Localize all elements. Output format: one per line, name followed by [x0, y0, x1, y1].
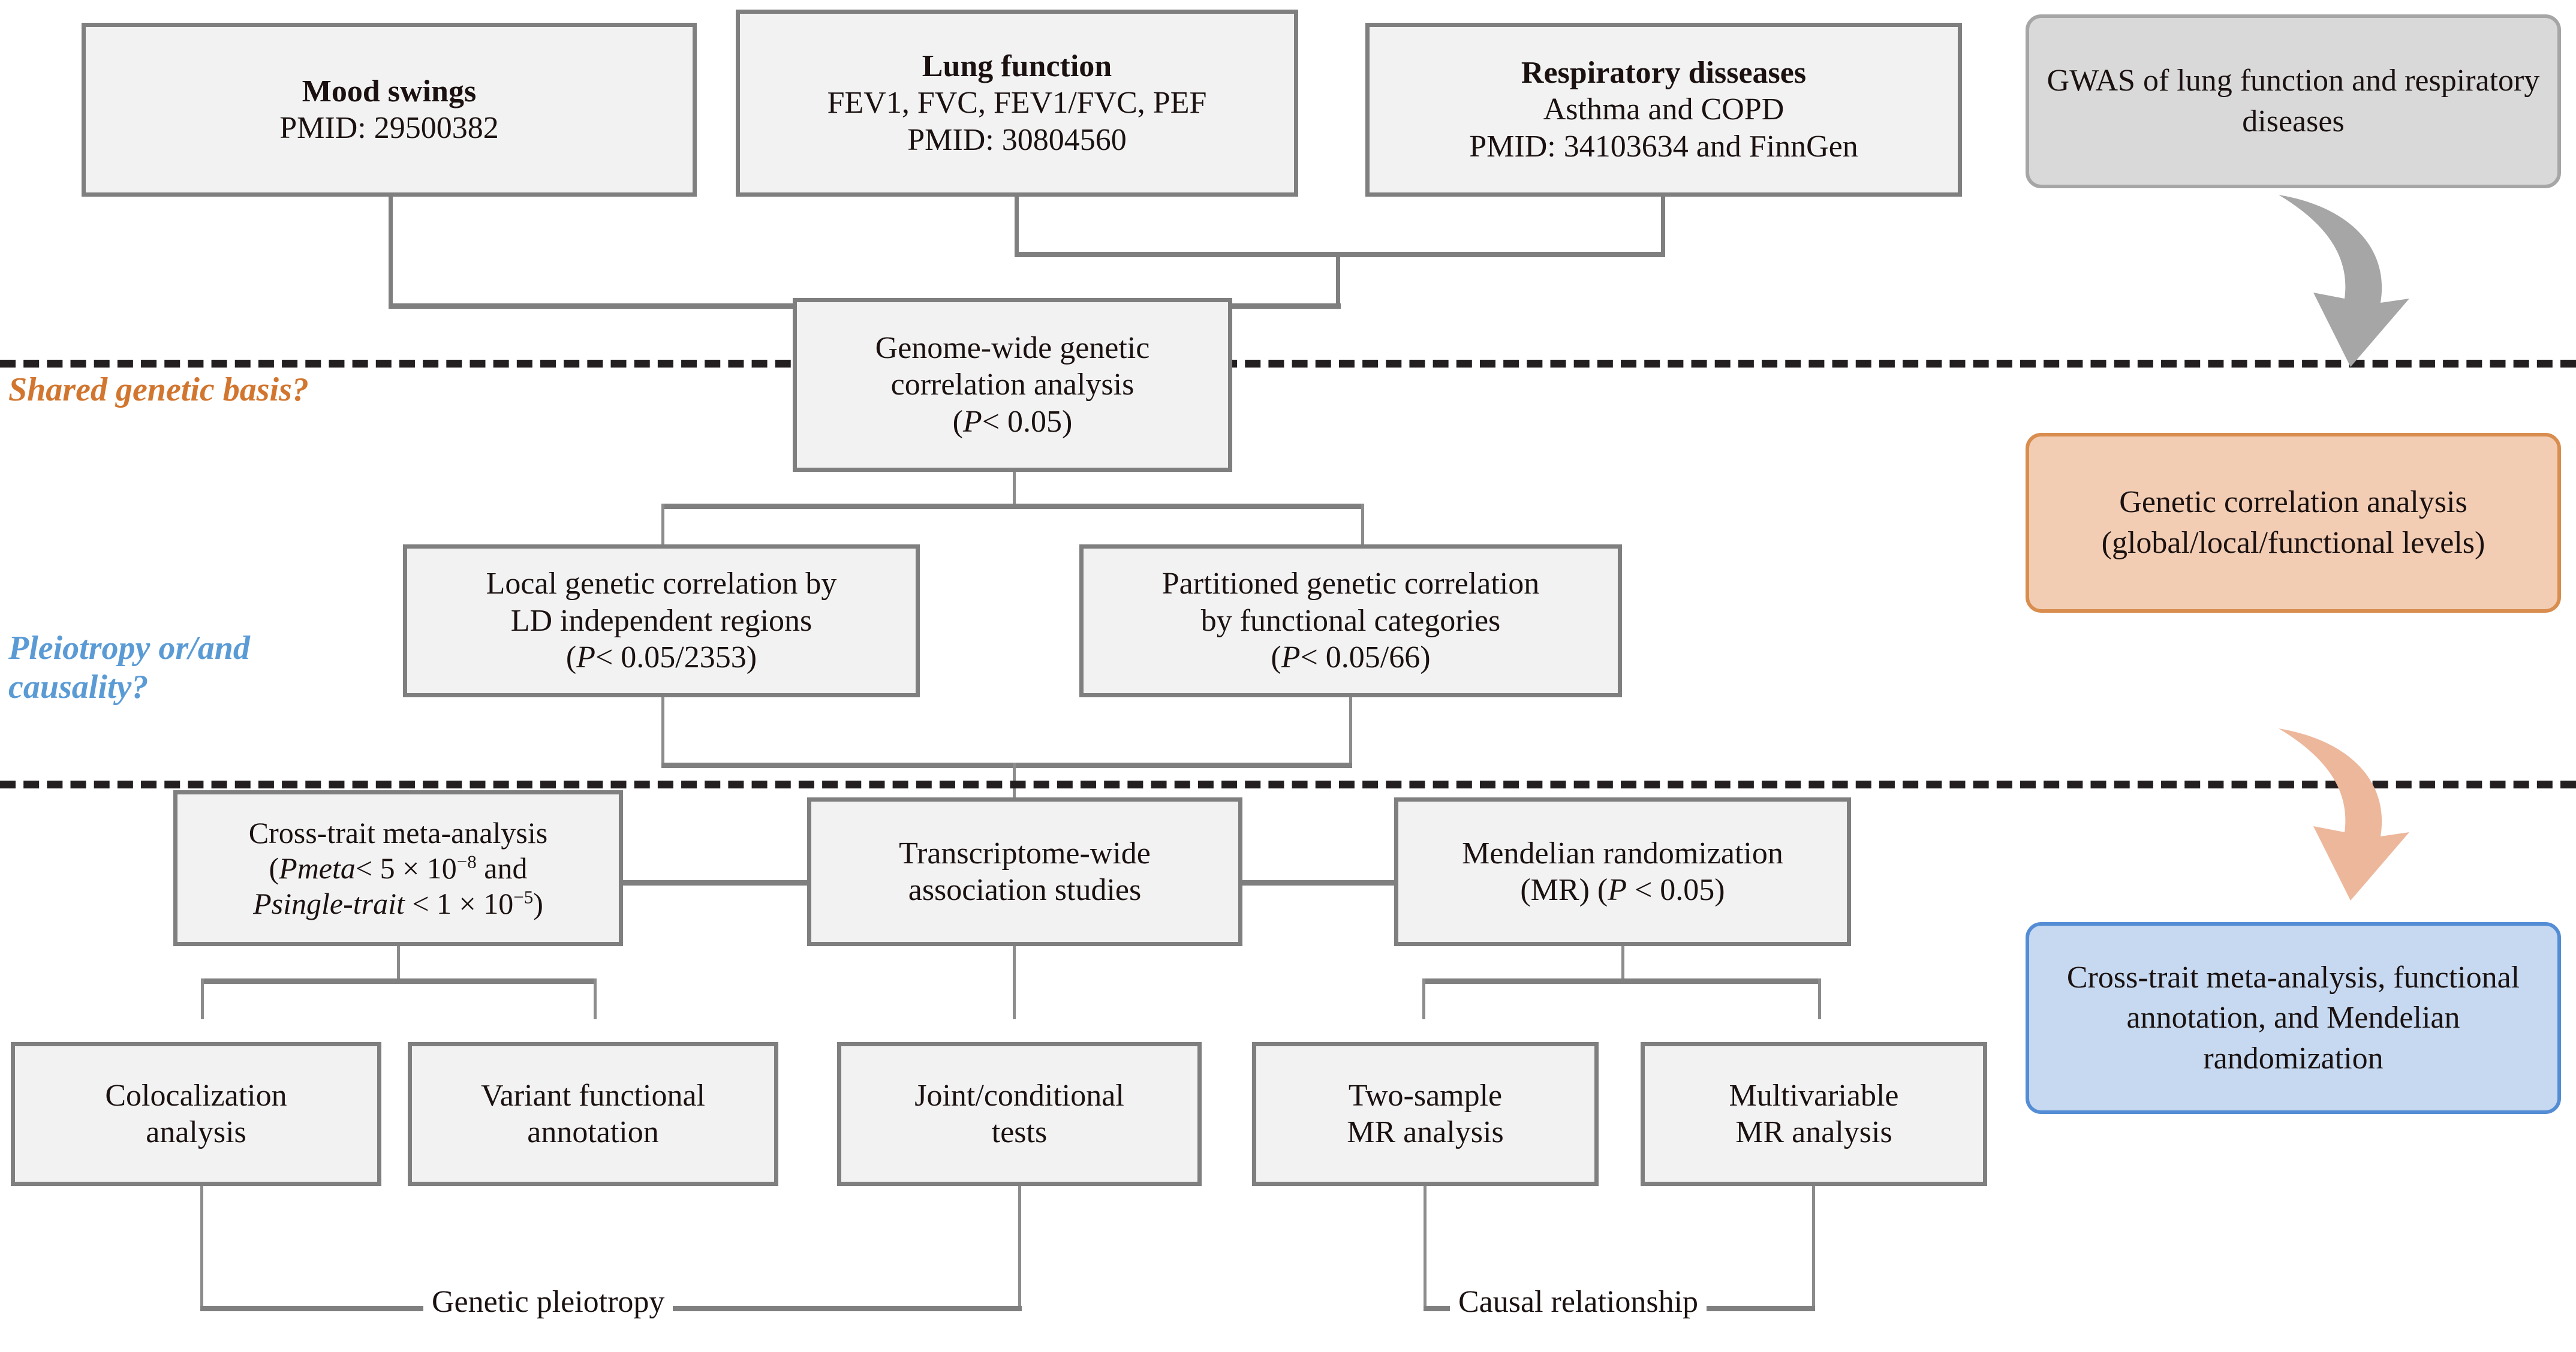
- connector-respiratory-down: [1661, 197, 1665, 254]
- respiratory-pmid: PMID: 34103634 and FinnGen: [1469, 129, 1858, 164]
- mood-swings-pmid: PMID: 29500382: [279, 111, 499, 145]
- section-divider-top: [0, 360, 2576, 368]
- summary-gwas-line2: respiratory diseases: [2242, 64, 2540, 138]
- node-joint-conditional-tests: Joint/conditional tests: [837, 1042, 1202, 1186]
- variant-annotation-line1: Variant functional: [481, 1078, 705, 1113]
- node-partitioned-genetic-correlation: Partitioned genetic correlation by funct…: [1079, 544, 1622, 697]
- genome-wide-line2: correlation analysis: [890, 368, 1134, 402]
- lung-function-pmid: PMID: 30804560: [907, 122, 1127, 157]
- genome-wide-threshold: (P< 0.05): [952, 404, 1073, 439]
- cross-trait-threshold-meta: (Pmeta< 5 × 10−8 and: [269, 850, 528, 885]
- genome-wide-line1: Genome-wide genetic: [875, 330, 1150, 365]
- colocalization-line2: analysis: [146, 1115, 246, 1149]
- partitioned-line2: by functional categories: [1200, 603, 1501, 638]
- partitioned-line1: Partitioned genetic correlation: [1161, 567, 1540, 601]
- node-genome-wide-correlation: Genome-wide genetic correlation analysis…: [793, 298, 1232, 472]
- connector-twas-down: [1013, 946, 1016, 1019]
- multivariable-mr-line1: Multivariable: [1729, 1078, 1899, 1113]
- connector-multivar-stem: [1818, 978, 1821, 1019]
- node-variant-functional-annotation: Variant functional annotation: [408, 1042, 778, 1186]
- node-mood-swings: Mood swings PMID: 29500382: [82, 23, 697, 197]
- summary-panel-gwas: GWAS of lung function and respiratory di…: [2026, 14, 2561, 188]
- connector-crosstrait-down: [397, 946, 400, 982]
- connector-partitioned-down: [1349, 697, 1352, 766]
- arrow-grey-curved: [2279, 195, 2409, 367]
- variant-annotation-line2: annotation: [527, 1115, 659, 1149]
- summary-panel-downstream: Cross-trait meta-analysis, functional an…: [2026, 922, 2561, 1114]
- summary-panel-genetic-correlation: Genetic correlation analysis (global/loc…: [2026, 433, 2561, 613]
- mr-line1: Mendelian randomization: [1462, 836, 1783, 871]
- connector-join-down: [1336, 252, 1340, 305]
- mr-threshold: (MR) (P < 0.05): [1520, 873, 1725, 907]
- connector-joint-to-outcome: [1018, 1186, 1021, 1309]
- summary-gencorr-line2: (global/local/functional: [2101, 526, 2394, 560]
- outcome-genetic-pleiotropy: Genetic pleiotropy: [423, 1284, 673, 1320]
- connector-tier3-join: [661, 763, 1352, 768]
- connector-crosstrait-fork: [201, 978, 597, 984]
- twas-line2: association studies: [908, 873, 1142, 907]
- node-two-sample-mr: Two-sample MR analysis: [1252, 1042, 1599, 1186]
- connector-coloc-to-outcome: [200, 1186, 203, 1309]
- two-sample-mr-line2: MR analysis: [1347, 1115, 1504, 1149]
- connector-local-down: [661, 697, 664, 766]
- multivariable-mr-line2: MR analysis: [1735, 1115, 1892, 1149]
- connector-mr-down: [1621, 946, 1624, 982]
- local-genetic-line2: LD independent regions: [510, 603, 812, 638]
- local-genetic-line1: Local genetic correlation by: [486, 567, 837, 601]
- joint-conditional-line1: Joint/conditional: [914, 1078, 1124, 1113]
- mood-swings-title: Mood swings: [302, 74, 477, 109]
- connector-mr-fork: [1422, 978, 1821, 984]
- question-shared-genetic-basis: Shared genetic basis?: [8, 371, 309, 408]
- respiratory-title: Respiratory disseases: [1521, 55, 1807, 90]
- partitioned-threshold: (P< 0.05/66): [1271, 640, 1431, 675]
- cross-trait-threshold-single: Psingle-trait < 1 × 10−5): [253, 886, 543, 920]
- colocalization-line1: Colocalization: [105, 1078, 287, 1113]
- node-mendelian-randomization: Mendelian randomization (MR) (P < 0.05): [1394, 797, 1851, 946]
- connector-fork-left: [661, 504, 664, 549]
- joint-conditional-line2: tests: [991, 1115, 1048, 1149]
- lung-function-title: Lung function: [922, 49, 1112, 83]
- respiratory-traits: Asthma and COPD: [1543, 92, 1784, 127]
- connector-genomewide-down: [1013, 472, 1016, 506]
- node-cross-trait-meta-analysis: Cross-trait meta-analysis (Pmeta< 5 × 10…: [173, 790, 623, 946]
- question-pleiotropy-causality: Pleiotropy or/and causality?: [8, 630, 250, 706]
- two-sample-mr-line1: Two-sample: [1348, 1078, 1503, 1113]
- arrow-peach-curved: [2279, 728, 2409, 901]
- summary-gencorr-line3: levels): [2402, 526, 2485, 560]
- node-multivariable-mr: Multivariable MR analysis: [1641, 1042, 1987, 1186]
- connector-fork-right: [1361, 504, 1364, 549]
- summary-downstream-line1: Cross-trait meta-analysis,: [2066, 960, 2386, 995]
- node-lung-function: Lung function FEV1, FVC, FEV1/FVC, PEF P…: [736, 10, 1298, 197]
- node-respiratory-diseases: Respiratory disseases Asthma and COPD PM…: [1365, 23, 1962, 197]
- connector-multivar-to-outcome: [1812, 1186, 1815, 1309]
- connector-tier2-fork: [661, 504, 1364, 509]
- node-transcriptome-wide-association: Transcriptome-wide association studies: [807, 797, 1242, 946]
- connector-lung-down: [1015, 197, 1019, 254]
- section-divider-bottom: [0, 781, 2576, 788]
- node-colocalization-analysis: Colocalization analysis: [11, 1042, 381, 1186]
- summary-downstream-line3: Mendelian randomization: [2203, 1001, 2460, 1076]
- local-genetic-threshold: (P< 0.05/2353): [565, 640, 757, 675]
- twas-line1: Transcriptome-wide: [899, 836, 1151, 871]
- summary-gencorr-line1: Genetic correlation analysis: [2119, 485, 2467, 520]
- connector-mood-down: [389, 197, 393, 307]
- summary-gwas-line1: GWAS of lung function and: [2047, 64, 2397, 98]
- node-local-genetic-correlation: Local genetic correlation by LD independ…: [403, 544, 920, 697]
- outcome-causal-relationship: Causal relationship: [1450, 1284, 1707, 1320]
- connector-twosample-to-outcome: [1424, 1186, 1427, 1309]
- connector-annot-stem: [594, 978, 597, 1019]
- summary-downstream-line2: functional annotation, and: [2126, 960, 2520, 1035]
- cross-trait-line1: Cross-trait meta-analysis: [248, 815, 548, 850]
- connector-twosample-stem: [1422, 978, 1425, 1019]
- connector-coloc-stem: [201, 978, 204, 1019]
- lung-function-traits: FEV1, FVC, FEV1/FVC, PEF: [827, 86, 1207, 121]
